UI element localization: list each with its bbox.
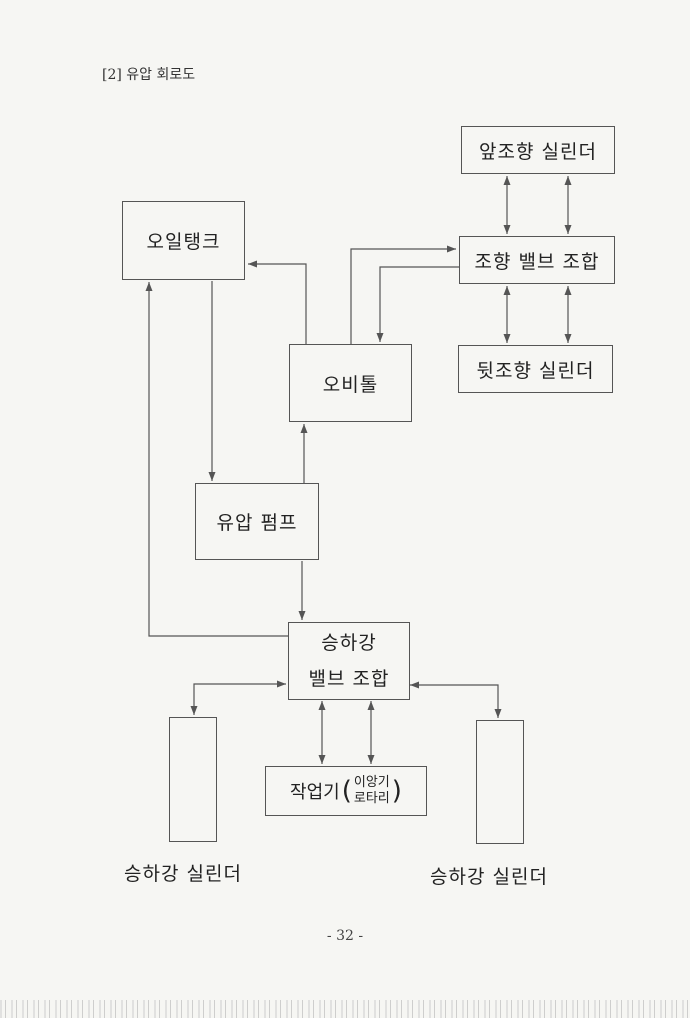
steering-valve-label: 조향 밸브 조합 (474, 250, 600, 273)
oil-tank-box: 오일탱크 (122, 201, 245, 280)
lift-valve-label-line2: 밸브 조합 (308, 668, 390, 690)
page-number: - 32 - (326, 928, 364, 944)
left-lift-cylinder-label: 승하강 실린더 (124, 863, 242, 885)
implement-label: 작업기 (290, 782, 340, 803)
hydraulic-pump-box: 유압 펌프 (195, 483, 319, 560)
right-lift-cylinder (476, 720, 524, 844)
steering-valve-box: 조향 밸브 조합 (459, 236, 615, 284)
right-cyl-link (410, 681, 502, 718)
lift-valve-to-tank (145, 282, 288, 637)
orbitrol-to-tank (248, 260, 307, 344)
orbitrol-to-valve (350, 245, 456, 344)
front-steering-cylinder-label: 앞조향 실린더 (479, 140, 597, 163)
left-cyl-link (190, 680, 286, 715)
oil-tank-label: 오일탱크 (146, 231, 221, 253)
orbitrol-box: 오비톨 (289, 344, 412, 422)
open-paren: ( (341, 776, 352, 806)
implement-sub-labels: 이앙기 로타리 (354, 775, 390, 807)
lift-valve-label-line1: 승하강 (321, 632, 377, 654)
implement-box: 작업기 ( 이앙기 로타리 ) (265, 766, 427, 816)
left-lift-cylinder (169, 717, 217, 842)
implement-sub-label-1: 이앙기 (353, 775, 390, 790)
lift-valve-box: 승하강 밸브 조합 (288, 622, 410, 700)
right-lift-cylinder-label: 승하강 실린더 (430, 866, 548, 888)
front-steering-cylinder-box: 앞조향 실린더 (461, 126, 615, 174)
close-paren: ) (391, 776, 402, 806)
hydraulic-pump-label: 유압 펌프 (216, 512, 298, 534)
implement-sub-label-2: 로타리 (353, 791, 390, 806)
rear-steering-cylinder-label: 뒷조향 실린더 (476, 359, 595, 382)
scan-artifact-strip (0, 1000, 690, 1018)
rear-steering-cylinder-box: 뒷조향 실린더 (458, 345, 613, 393)
valve-to-orbitrol (376, 266, 459, 342)
diagram-heading: [2] 유압 회로도 (102, 67, 196, 83)
orbitrol-label: 오비톨 (322, 373, 379, 396)
